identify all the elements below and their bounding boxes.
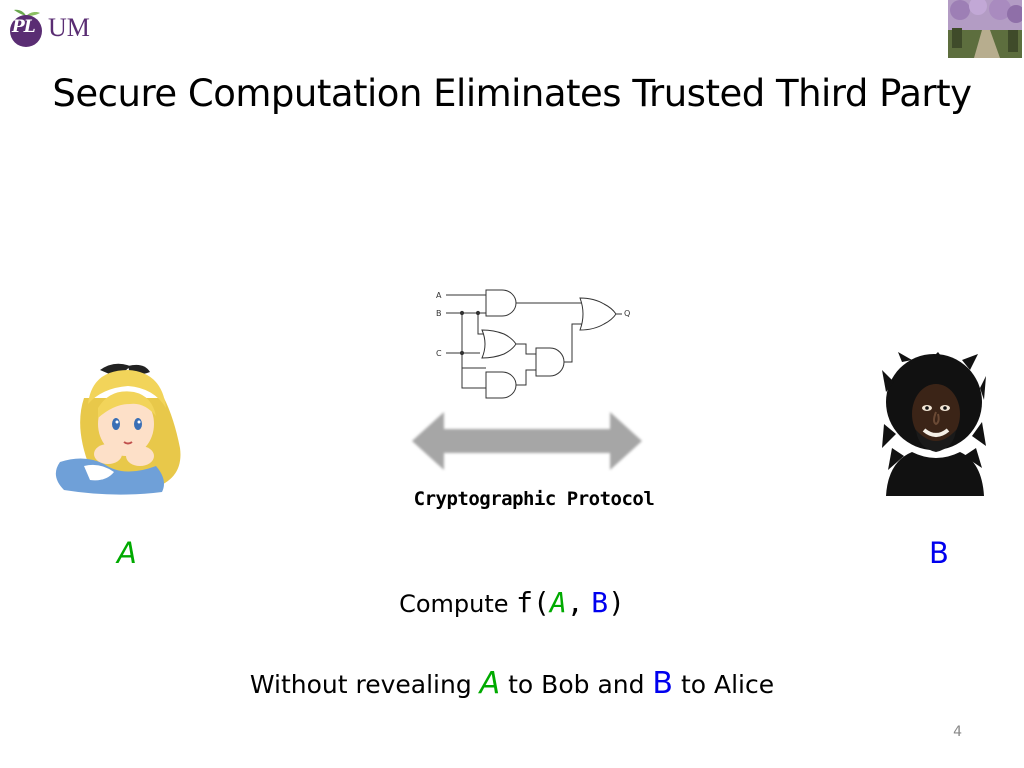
- protocol-label: Cryptographic Protocol: [413, 488, 655, 510]
- reveal-b: B: [652, 666, 674, 701]
- circuit-input-b-label: B: [436, 309, 442, 318]
- reveal-statement: Without revealing A to Bob and B to Alic…: [0, 666, 1024, 701]
- compute-arg-b: B: [591, 586, 609, 619]
- double-headed-arrow-icon: [410, 410, 644, 472]
- reveal-a: A: [479, 666, 501, 701]
- party-b-label: B: [929, 536, 949, 570]
- compute-func-open: f(: [516, 586, 550, 619]
- reveal-part-1: Without revealing: [249, 670, 480, 699]
- plum-fruit-icon: [10, 9, 42, 47]
- compute-arg-a: A: [549, 586, 567, 619]
- compute-separator: ,: [566, 586, 584, 619]
- party-a-label: A: [117, 536, 137, 570]
- logo-um-text: UM: [48, 13, 90, 42]
- alice-illustration: [44, 358, 188, 498]
- plum-logo: PL UM: [6, 6, 102, 50]
- logic-circuit-diagram: A B C Q: [432, 286, 642, 404]
- circuit-input-c-label: C: [436, 349, 442, 358]
- plum-logo-mark: PL: [6, 8, 46, 48]
- corner-garden-photo: [948, 0, 1024, 58]
- page-number: 4: [953, 724, 962, 740]
- slide-title: Secure Computation Eliminates Trusted Th…: [52, 72, 972, 115]
- compute-statement: Compute f(A, B): [0, 586, 1024, 619]
- logo-pl-text: PL: [12, 17, 36, 37]
- bob-illustration: [882, 352, 986, 496]
- compute-func-close: ): [608, 586, 625, 619]
- reveal-part-3: to Alice: [673, 670, 775, 699]
- circuit-output-q-label: Q: [624, 309, 630, 318]
- circuit-input-a-label: A: [436, 291, 442, 300]
- compute-prefix: Compute: [399, 590, 517, 618]
- reveal-part-2: to Bob and: [500, 670, 653, 699]
